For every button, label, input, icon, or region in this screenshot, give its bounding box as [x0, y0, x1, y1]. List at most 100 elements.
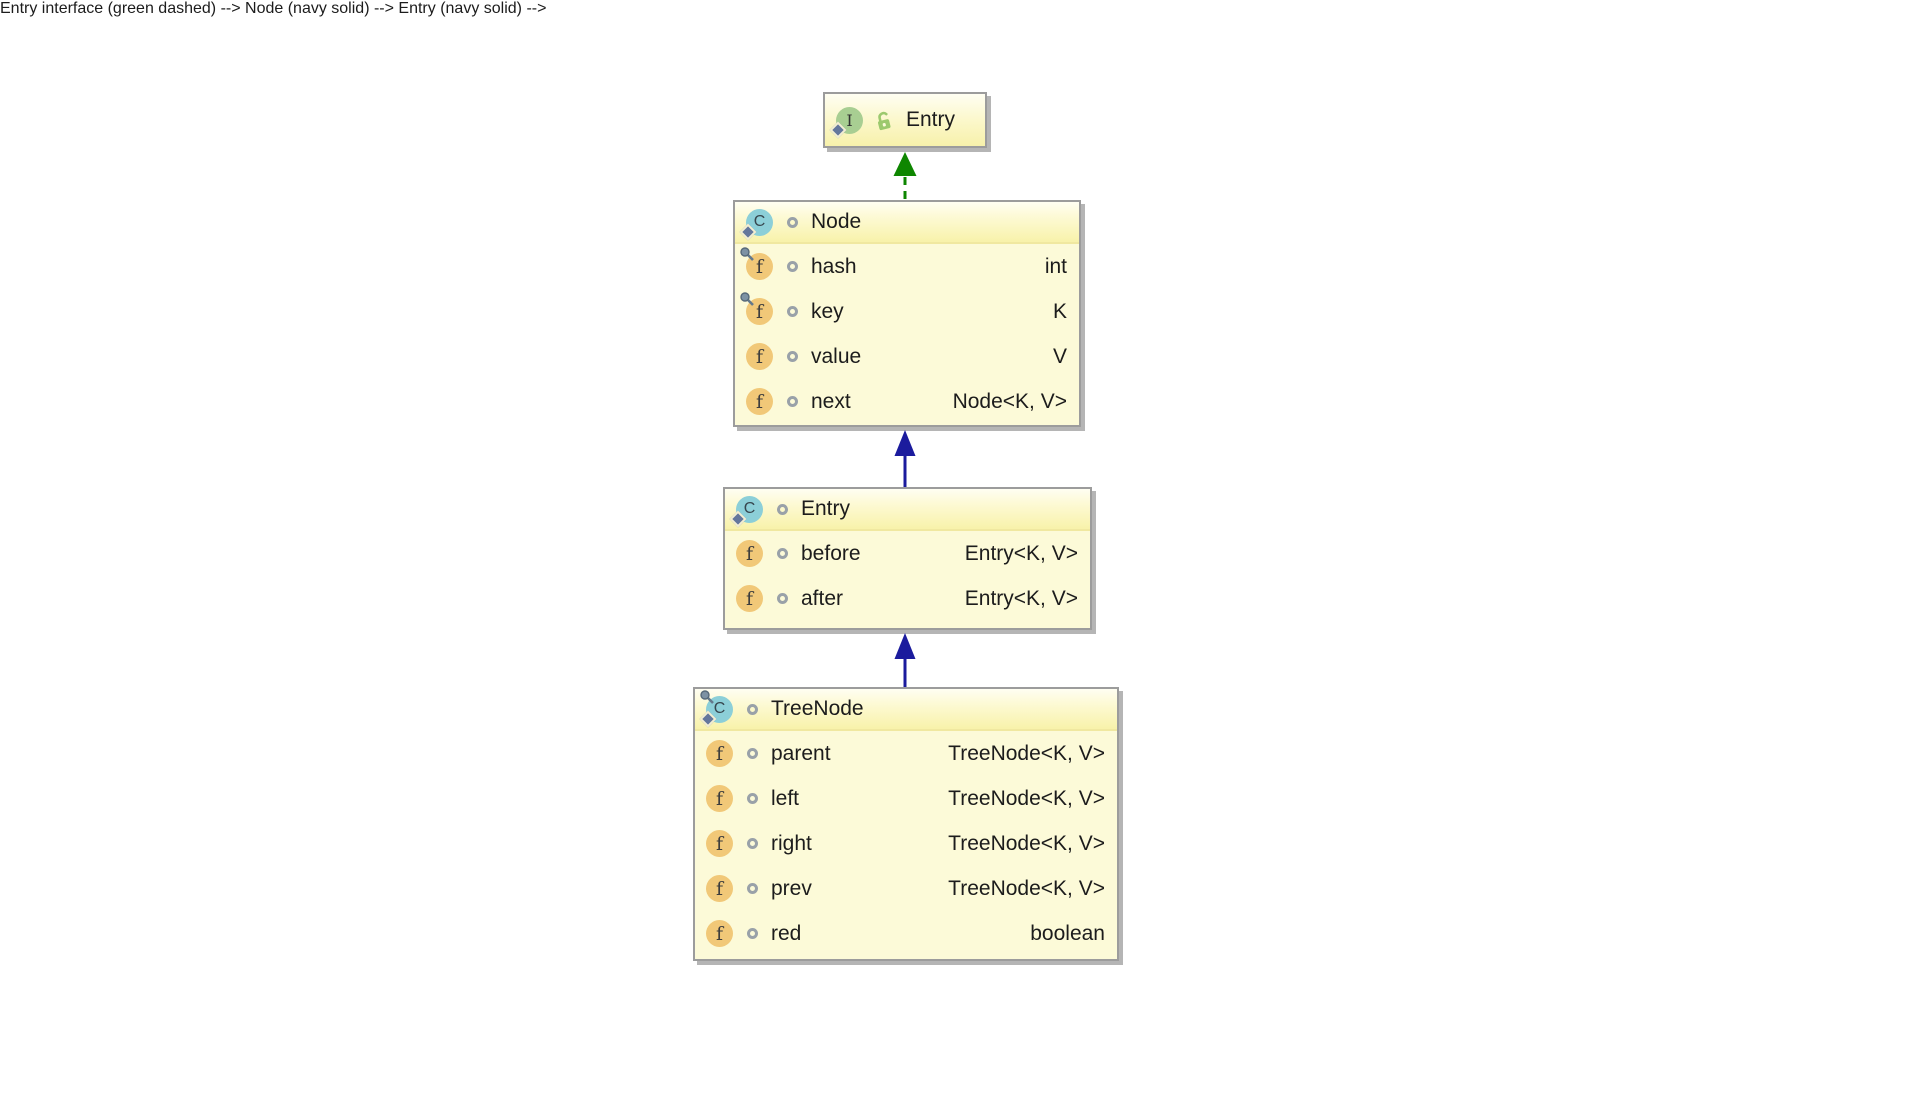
package-visibility-icon	[747, 748, 758, 759]
node-title: TreeNode	[771, 697, 864, 720]
field-icon-letter: f	[715, 922, 724, 945]
public-lock-icon	[877, 111, 891, 130]
field-icon: f	[706, 920, 733, 947]
field-icon: f	[706, 875, 733, 902]
field-name: next	[811, 389, 851, 413]
field-name: parent	[771, 741, 831, 765]
field-icon-letter: f	[755, 390, 764, 413]
node-header[interactable]: C TreeNode	[695, 689, 1117, 731]
field-type: TreeNode<K, V>	[948, 831, 1105, 855]
package-visibility-icon	[747, 703, 758, 715]
package-visibility-icon	[777, 548, 788, 559]
field-name: before	[801, 541, 861, 565]
field-row-key[interactable]: f key K	[735, 289, 1079, 334]
field-icon: f	[736, 585, 763, 612]
class-icon: C	[699, 689, 733, 727]
field-type: int	[1044, 254, 1067, 278]
field-icon-letter: f	[755, 300, 764, 323]
field-icon: f	[746, 388, 773, 415]
field-icon-letter: f	[745, 542, 754, 565]
node-header[interactable]: C Entry	[725, 489, 1090, 531]
class-icon-letter: C	[743, 500, 756, 517]
field-icon-letter: f	[755, 345, 764, 368]
package-visibility-icon	[747, 838, 758, 849]
node-field-list: f parent TreeNode<K, V> f left TreeNode<…	[695, 731, 1117, 956]
uml-node-node-class[interactable]: C Node f hash int f	[733, 200, 1081, 427]
implements-arrow[interactable]	[891, 151, 919, 199]
package-visibility-icon	[787, 396, 798, 407]
class-icon-letter: C	[753, 213, 766, 230]
field-row-right[interactable]: f right TreeNode<K, V>	[695, 821, 1117, 866]
interface-icon: I	[829, 106, 863, 138]
field-icon: f	[740, 292, 773, 325]
field-name: after	[801, 586, 844, 610]
field-icon-letter: f	[755, 255, 764, 278]
node-title: Entry	[801, 497, 851, 520]
package-visibility-icon	[777, 503, 788, 515]
field-icon: f	[706, 740, 733, 767]
field-row-next[interactable]: f next Node<K, V>	[735, 379, 1079, 424]
field-type: Entry<K, V>	[964, 541, 1078, 565]
field-type: K	[1052, 299, 1067, 323]
field-type: V	[1052, 344, 1067, 368]
final-pin-icon	[740, 292, 754, 306]
field-icon-letter: f	[715, 742, 724, 765]
class-icon-letter: C	[713, 700, 726, 717]
field-icon: f	[746, 343, 773, 370]
field-row-after[interactable]: f after Entry<K, V>	[725, 576, 1090, 621]
package-visibility-icon	[787, 306, 798, 317]
uml-node-entry-class[interactable]: C Entry f before Entry<K, V> f after	[723, 487, 1092, 630]
field-type: TreeNode<K, V>	[948, 741, 1105, 765]
field-row-hash[interactable]: f hash int	[735, 244, 1079, 289]
field-name: prev	[771, 876, 812, 900]
field-icon-letter: f	[715, 787, 724, 810]
package-visibility-icon	[787, 351, 798, 362]
package-visibility-icon	[777, 593, 788, 604]
field-row-prev[interactable]: f prev TreeNode<K, V>	[695, 866, 1117, 911]
field-name: value	[811, 344, 862, 368]
node-field-list: f hash int f	[735, 244, 1079, 424]
field-type: Node<K, V>	[952, 389, 1067, 413]
node-title: Entry	[906, 108, 956, 131]
field-type: Entry<K, V>	[964, 586, 1078, 610]
field-icon: f	[736, 540, 763, 567]
field-name: hash	[811, 254, 857, 278]
final-pin-icon	[740, 247, 754, 261]
field-icon: f	[706, 785, 733, 812]
field-name: left	[771, 786, 800, 810]
field-row-before[interactable]: f before Entry<K, V>	[725, 531, 1090, 576]
diamond-overlay-icon	[829, 121, 847, 138]
package-visibility-icon	[787, 261, 798, 272]
class-icon: C	[739, 208, 773, 240]
node-header[interactable]: I Entry	[825, 94, 985, 146]
field-name: key	[811, 299, 844, 323]
interface-icon-letter: I	[846, 110, 853, 130]
field-icon: f	[706, 830, 733, 857]
extends-arrow-entry-to-node[interactable]	[891, 430, 919, 487]
field-icon-letter: f	[715, 832, 724, 855]
package-visibility-icon	[747, 883, 758, 894]
field-name: right	[771, 831, 812, 855]
uml-node-entry-interface[interactable]: I Entry	[823, 92, 987, 148]
extends-arrow-treenode-to-entry[interactable]	[891, 633, 919, 687]
field-type: TreeNode<K, V>	[948, 876, 1105, 900]
field-type: TreeNode<K, V>	[948, 786, 1105, 810]
field-icon-letter: f	[715, 877, 724, 900]
node-field-list: f before Entry<K, V> f after Entry<K, V>	[725, 531, 1090, 621]
class-icon: C	[729, 495, 763, 527]
field-row-left[interactable]: f left TreeNode<K, V>	[695, 776, 1117, 821]
field-row-parent[interactable]: f parent TreeNode<K, V>	[695, 731, 1117, 776]
field-name: red	[771, 921, 802, 945]
package-visibility-icon	[747, 928, 758, 939]
field-row-value[interactable]: f value V	[735, 334, 1079, 379]
field-row-red[interactable]: f red boolean	[695, 911, 1117, 956]
field-icon: f	[740, 247, 773, 280]
package-visibility-icon	[747, 793, 758, 804]
final-pin-icon	[700, 689, 714, 704]
package-visibility-icon	[787, 216, 798, 228]
field-type: boolean	[1030, 921, 1105, 945]
node-header[interactable]: C Node	[735, 202, 1079, 244]
field-icon-letter: f	[745, 587, 754, 610]
uml-node-treenode-class[interactable]: C TreeNode f parent TreeNode<K, V>	[693, 687, 1119, 961]
